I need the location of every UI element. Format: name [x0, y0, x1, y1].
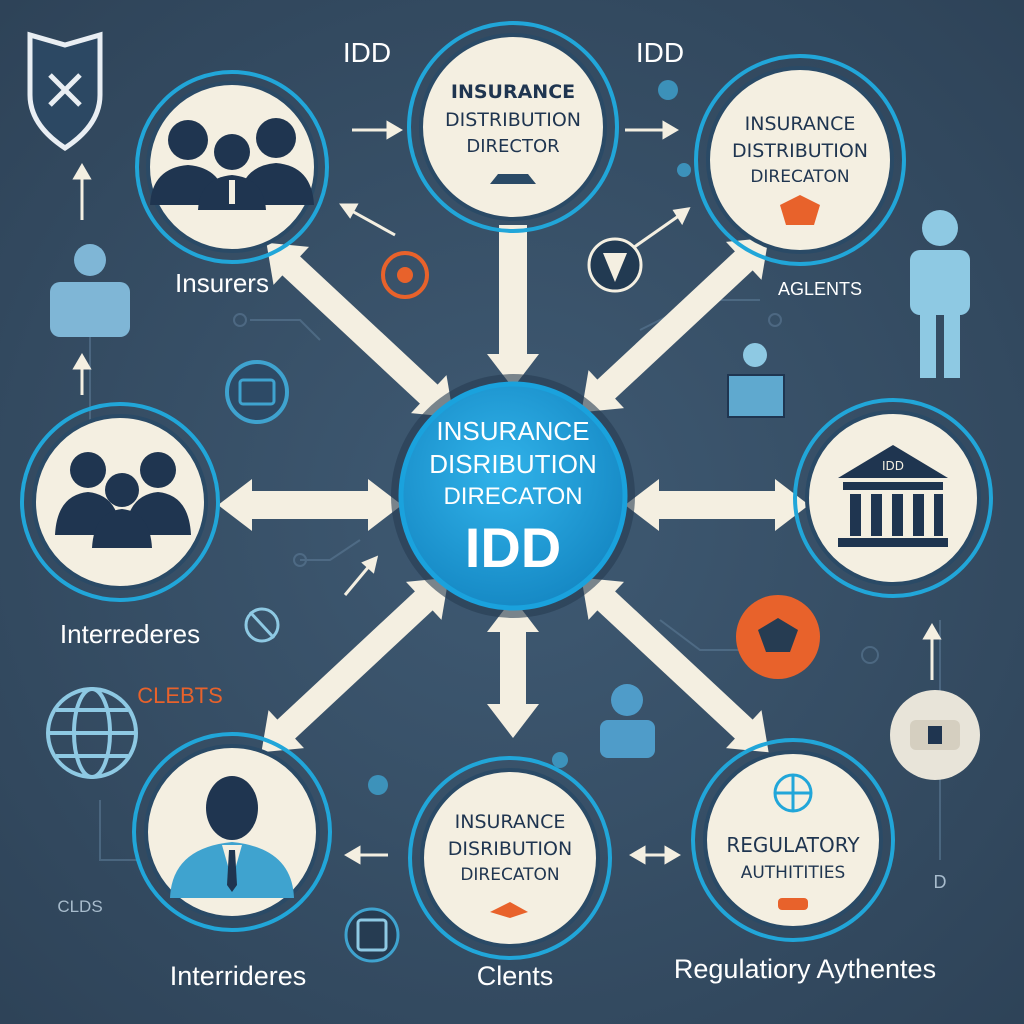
label-bottom-left: Interrideres [170, 961, 307, 991]
label-d-right: D [934, 872, 947, 892]
bank-building-icon [838, 445, 948, 547]
node-top-right: INSURANCE DISTRIBUTION DIRECATON [694, 54, 906, 266]
globe-icon [46, 687, 138, 779]
top-right-line2: DISTRIBUTION [732, 140, 868, 162]
lock-icon [890, 690, 980, 780]
monitor-person-icon [727, 343, 785, 418]
person-bust-icon [600, 684, 655, 758]
arrow-top-left [248, 223, 472, 437]
label-agents: AGLENTS [778, 279, 862, 299]
label-bottom-center: Clents [477, 961, 554, 991]
bottom-center-line3: DIRECATON [460, 865, 559, 885]
label-clds: CLDS [57, 897, 102, 916]
label-idd-top-left: IDD [343, 37, 391, 68]
top-center-line2: DISTRIBUTION [445, 109, 581, 131]
label-bottom-right: Regulatiory Aythentes [674, 954, 936, 984]
regulatory-line1: REGULATORY [726, 833, 860, 857]
regulatory-line2: AUTHITITIES [741, 863, 846, 883]
globe-network-icon [773, 773, 813, 813]
top-center-line3: DIRECTOR [466, 136, 559, 157]
orange-gear-icon [381, 251, 429, 299]
node-intermediaries [20, 402, 220, 602]
shield-icon [27, 31, 103, 151]
node-businessman [132, 732, 332, 932]
spoke-arrows [218, 218, 809, 772]
label-interredere: Interrederes [60, 619, 200, 649]
regulatory-tag [778, 898, 808, 910]
node-regulatory: REGULATORY AUTHITITIES [691, 738, 895, 942]
top-right-line1: INSURANCE [745, 113, 856, 135]
label-insurers: Insurers [175, 268, 269, 298]
center-acronym: IDD [465, 516, 561, 579]
arrow-right [625, 479, 809, 531]
center-line2: DISRIBUTION [429, 449, 597, 479]
node-top-center: INSURANCE DISTRIBUTION DIRECTOR [407, 21, 619, 233]
shield-small-icon [587, 237, 643, 293]
people-group-icon [55, 452, 191, 548]
connector-arrows [72, 120, 942, 865]
arrow-bottom-center [487, 598, 539, 738]
orange-badge-icon [736, 595, 820, 679]
center-node: INSURANCE DISRIBUTION DIRECATON IDD [391, 374, 635, 618]
arrow-left [218, 479, 402, 531]
label-clents: CLEBTS [137, 683, 223, 708]
dot-icons [368, 80, 691, 795]
bank-badge: IDD [882, 459, 904, 473]
hat-icon [490, 174, 536, 184]
top-right-line3: DIRECATON [750, 167, 849, 187]
node-authorities-bank: IDD [793, 398, 993, 598]
label-idd-top-right: IDD [636, 37, 684, 68]
key-icon [244, 607, 280, 643]
node-bottom-center: INSURANCE DISRIBUTION DIRECATON [408, 756, 612, 960]
people-group-icon [150, 118, 314, 210]
handshake-icon [780, 195, 820, 225]
person-small-icon [50, 244, 130, 337]
center-line1: INSURANCE [436, 416, 589, 446]
arrow-bottom-right [563, 558, 787, 772]
bottom-center-line2: DISRIBUTION [448, 838, 572, 860]
document-icon [344, 907, 400, 963]
arrow-bottom-left [243, 558, 467, 772]
node-insurers [135, 70, 329, 264]
center-line3: DIRECATON [443, 483, 582, 510]
person-standing-icon [910, 210, 970, 378]
top-center-line1: INSURANCE [451, 81, 575, 103]
bottom-center-line1: INSURANCE [455, 811, 566, 833]
arrow-top-right [563, 218, 787, 432]
id-card-icon [225, 360, 289, 424]
businessman-icon [170, 776, 294, 898]
arrow-top-center [487, 225, 539, 388]
pen-icon [490, 902, 528, 918]
